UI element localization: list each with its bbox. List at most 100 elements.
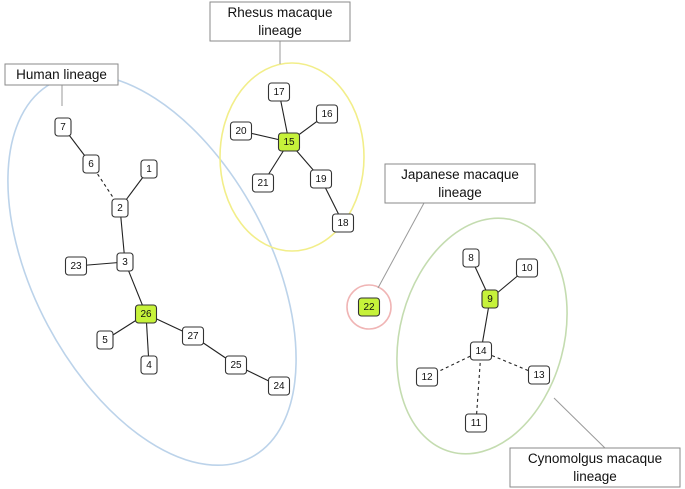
haplotype-node-15: 15 (277, 132, 301, 152)
haplotype-node-3: 3 (116, 252, 134, 272)
node-box-20 (229, 121, 253, 141)
node-label-15: 15 (283, 137, 295, 148)
haplotype-node-7: 7 (54, 117, 72, 137)
node-box-17 (267, 82, 291, 102)
node-box-14 (469, 341, 493, 361)
haplotype-node-21: 21 (251, 173, 275, 193)
human-callout: Human lineage (4, 63, 119, 86)
node-box-3 (116, 252, 134, 272)
node-label-7: 7 (60, 122, 66, 133)
node-label-11: 11 (471, 418, 482, 429)
node-box-24 (267, 376, 291, 396)
node-box-25 (224, 355, 248, 375)
node-label-27: 27 (187, 331, 199, 342)
japanese-callout: Japanese macaque lineage (384, 163, 536, 204)
rhesus-lineage-ellipse (219, 62, 365, 252)
rhesus-callout-box (209, 1, 351, 42)
rhesus-callout-line-2: lineage (258, 23, 302, 38)
node-box-10 (515, 258, 539, 278)
edge-14-11 (475, 350, 482, 424)
cyno-lineage-ellipse (396, 217, 568, 455)
node-box-23 (64, 256, 88, 276)
callout-leaders (61, 41, 609, 452)
node-label-4: 4 (146, 360, 152, 371)
japanese-lineage-ellipse (346, 284, 392, 330)
node-box-2 (111, 198, 129, 218)
cyno-callout-box (509, 447, 681, 488)
node-box-5 (96, 330, 114, 350)
node-label-24: 24 (273, 381, 285, 392)
node-box-1 (140, 159, 158, 179)
node-label-10: 10 (521, 263, 533, 274)
node-label-14: 14 (475, 346, 487, 357)
node-label-13: 13 (533, 370, 545, 381)
node-box-15 (277, 132, 301, 152)
node-box-7 (54, 117, 72, 137)
node-label-19: 19 (315, 174, 327, 185)
node-box-4 (140, 355, 158, 375)
node-label-23: 23 (70, 261, 82, 272)
haplotype-node-9: 9 (481, 289, 499, 309)
node-box-12 (415, 367, 439, 387)
node-box-16 (315, 104, 339, 124)
haplotype-node-14: 14 (469, 341, 493, 361)
edge-14-13 (480, 350, 540, 376)
japanese-callout-box (384, 163, 536, 204)
node-label-5: 5 (102, 335, 108, 346)
haplotype-node-25: 25 (224, 355, 248, 375)
lineage-ellipses (7, 62, 568, 467)
node-box-11 (464, 413, 488, 433)
haplotype-node-26: 26 (134, 304, 158, 324)
node-box-13 (527, 365, 551, 385)
node-label-17: 17 (273, 87, 285, 98)
haplotype-node-6: 6 (82, 154, 100, 174)
node-box-18 (331, 213, 355, 233)
haplotype-node-5: 5 (96, 330, 114, 350)
node-box-6 (82, 154, 100, 174)
haplotype-node-8: 8 (462, 248, 480, 268)
node-label-6: 6 (88, 159, 94, 170)
human-callout-box (4, 63, 119, 86)
haplotype-node-13: 13 (527, 365, 551, 385)
cyno-callout-line-2: lineage (573, 469, 617, 484)
human-callout-line-1: Human lineage (16, 67, 107, 82)
haplotype-node-23: 23 (64, 256, 88, 276)
haplotype-node-18: 18 (331, 213, 355, 233)
node-label-3: 3 (122, 257, 128, 268)
japanese-callout-line-2: lineage (438, 185, 482, 200)
haplotype-node-2: 2 (111, 198, 129, 218)
node-label-22: 22 (363, 302, 375, 313)
haplotype-node-22: 22 (357, 297, 381, 317)
rhesus-callout: Rhesus macaque lineage (209, 1, 351, 42)
node-box-19 (309, 169, 333, 189)
node-label-1: 1 (146, 164, 152, 175)
cyno-callout-line-1: Cynomolgus macaque (528, 451, 662, 466)
node-box-27 (181, 326, 205, 346)
node-label-8: 8 (468, 253, 474, 264)
node-box-26 (134, 304, 158, 324)
node-box-9 (481, 289, 499, 309)
haplotype-node-20: 20 (229, 121, 253, 141)
node-label-20: 20 (235, 126, 247, 137)
rhesus-callout-line-1: Rhesus macaque (227, 5, 332, 20)
japanese-leader-line (377, 202, 425, 289)
haplotype-node-10: 10 (515, 258, 539, 278)
node-label-9: 9 (487, 294, 493, 305)
haplotype-node-11: 11 (464, 413, 488, 433)
haplotype-node-17: 17 (267, 82, 291, 102)
node-label-25: 25 (230, 360, 242, 371)
node-label-18: 18 (337, 218, 349, 229)
haplotype-node-12: 12 (415, 367, 439, 387)
haplotype-node-4: 4 (140, 355, 158, 375)
human-lineage-ellipse (7, 73, 297, 467)
node-label-2: 2 (117, 203, 123, 214)
haplotype-node-1: 1 (140, 159, 158, 179)
cyno-callout: Cynomolgus macaque lineage (509, 447, 681, 488)
japanese-callout-line-1: Japanese macaque (401, 167, 519, 182)
node-box-21 (251, 173, 275, 193)
haplotype-node-19: 19 (309, 169, 333, 189)
node-label-16: 16 (321, 109, 333, 120)
node-label-21: 21 (257, 178, 269, 189)
haplotype-node-24: 24 (267, 376, 291, 396)
